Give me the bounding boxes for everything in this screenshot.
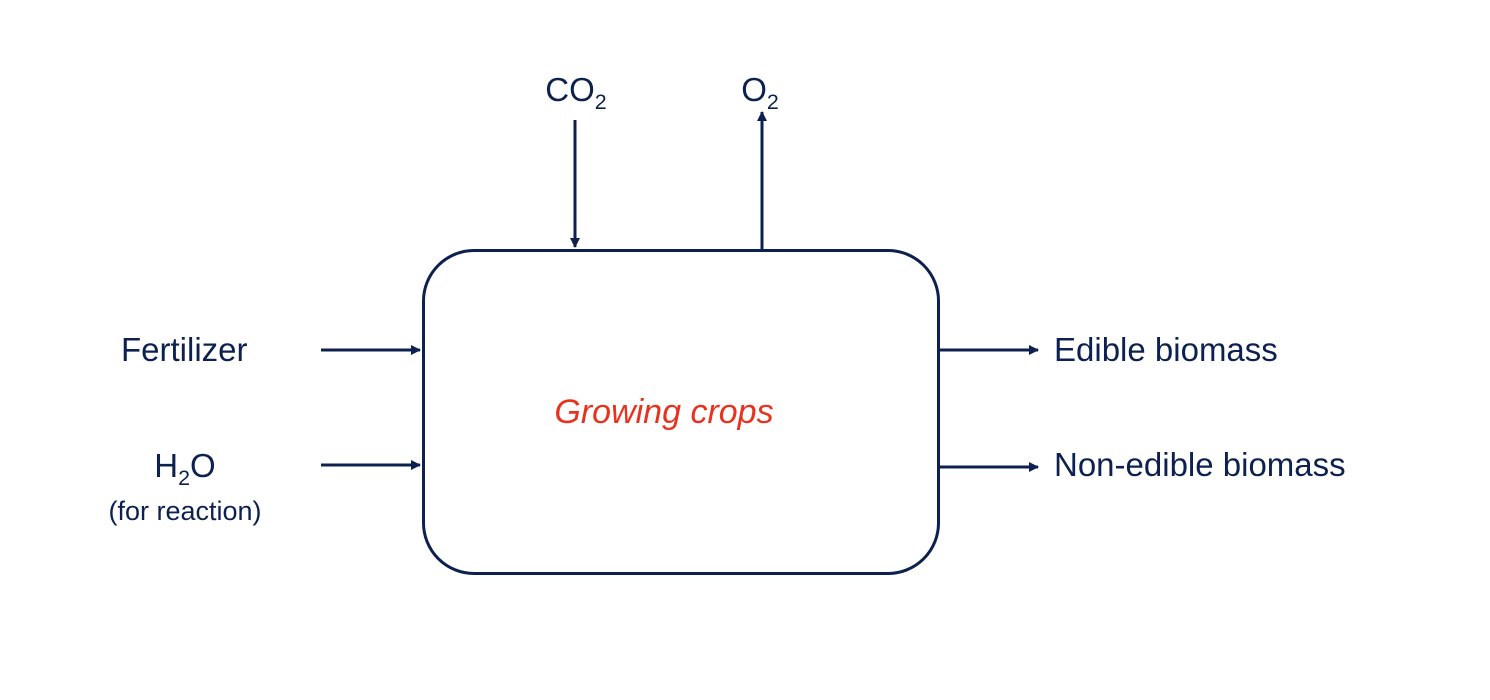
water-label: H2O	[154, 447, 216, 491]
o2-label: O2	[741, 71, 779, 115]
process-label: Growing crops	[554, 393, 774, 431]
non-edible-biomass-label: Non-edible biomass	[1054, 446, 1346, 483]
fertilizer-label: Fertilizer	[121, 331, 248, 368]
process-box	[422, 249, 940, 575]
water-note: (for reaction)	[108, 496, 262, 526]
edible-biomass-label: Edible biomass	[1054, 331, 1278, 368]
co2-label: CO2	[545, 71, 607, 115]
